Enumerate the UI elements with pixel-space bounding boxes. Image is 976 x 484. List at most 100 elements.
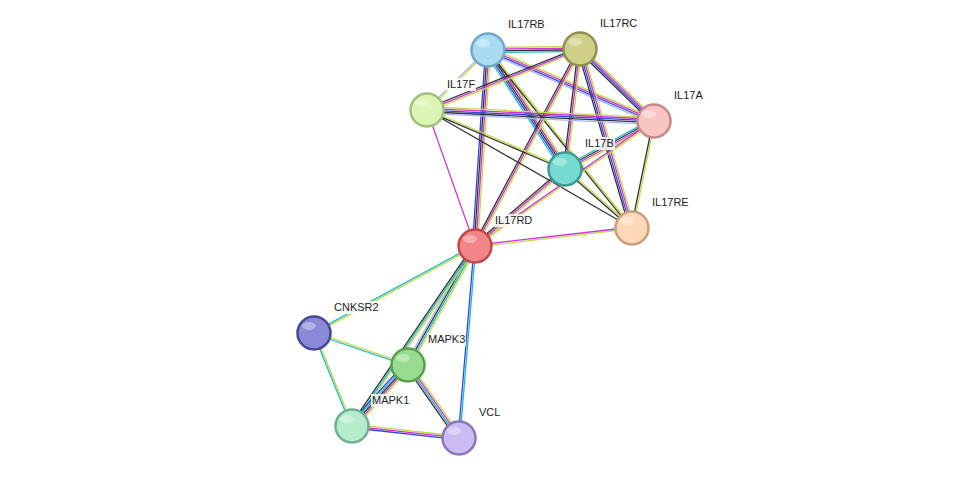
evidence-stripe	[491, 231, 616, 245]
evidence-stripe	[417, 260, 468, 351]
evidence-stripe	[328, 253, 461, 325]
node-shine	[620, 217, 634, 225]
interaction-edge	[432, 125, 469, 231]
interaction-edge	[486, 178, 554, 237]
evidence-stripe	[368, 430, 443, 438]
node-shine	[553, 158, 567, 166]
evidence-stripe	[483, 63, 573, 232]
protein-node: IL17RB	[470, 32, 506, 68]
node-shine	[340, 415, 354, 423]
interaction-edge	[414, 259, 470, 353]
evidence-stripe	[368, 428, 443, 436]
evidence-stripe	[329, 254, 462, 326]
node-circle	[636, 103, 672, 139]
evidence-stripe	[441, 117, 550, 163]
node-fill	[616, 212, 649, 245]
evidence-stripe	[504, 48, 564, 50]
evidence-stripe	[504, 49, 564, 51]
evidence-stripe	[497, 63, 621, 216]
node-circle	[470, 32, 506, 68]
node-label: IL17RC	[599, 17, 638, 30]
node-label: CNKSR2	[333, 301, 380, 314]
node-label: IL17RD	[494, 214, 533, 227]
node-fill	[411, 94, 444, 127]
evidence-stripe	[442, 116, 551, 162]
evidence-stripe	[329, 337, 393, 359]
node-fill	[392, 349, 425, 382]
evidence-stripe	[504, 51, 564, 53]
interaction-edge	[329, 337, 393, 360]
evidence-stripe	[441, 53, 564, 102]
evidence-stripe	[488, 181, 554, 237]
interaction-edge	[578, 126, 641, 163]
evidence-stripe	[487, 179, 553, 235]
node-circle	[441, 420, 477, 456]
node-shine	[396, 354, 410, 362]
interaction-edge	[481, 62, 574, 232]
evidence-stripe	[361, 259, 466, 413]
node-label: IL17F	[446, 78, 476, 91]
node-label: MAPK3	[427, 333, 466, 346]
interaction-edge	[415, 377, 452, 427]
node-shine	[463, 235, 477, 243]
node-label: VCL	[478, 406, 501, 419]
interaction-edge	[443, 107, 638, 123]
evidence-stripe	[491, 229, 616, 243]
evidence-stripe	[418, 378, 451, 425]
node-label: MAPK1	[371, 394, 410, 407]
node-circle	[409, 92, 445, 128]
interaction-edge	[576, 179, 620, 218]
node-shine	[642, 110, 656, 118]
evidence-stripe	[593, 58, 644, 108]
interaction-edge	[634, 137, 651, 213]
protein-node: IL17A	[636, 103, 672, 139]
evidence-stripe	[486, 178, 552, 234]
evidence-stripe	[443, 114, 638, 123]
evidence-stripe	[481, 62, 571, 231]
node-fill	[549, 153, 582, 186]
node-fill	[472, 34, 505, 67]
node-fill	[298, 317, 331, 350]
node-label: IL17RB	[507, 18, 546, 31]
node-shine	[476, 39, 490, 47]
evidence-stripe	[578, 179, 621, 217]
node-circle	[562, 31, 598, 67]
evidence-stripe	[418, 261, 469, 352]
node-circle	[390, 347, 426, 383]
protein-node: IL17RD	[457, 228, 493, 264]
evidence-stripe	[329, 339, 393, 361]
interaction-edge	[319, 348, 346, 412]
interaction-edge	[497, 62, 622, 216]
evidence-stripe	[443, 57, 566, 106]
node-shine	[415, 99, 429, 107]
evidence-stripe	[579, 128, 640, 161]
protein-node: MAPK1	[334, 408, 370, 444]
evidence-stripe	[319, 348, 345, 411]
node-fill	[443, 422, 476, 455]
interaction-edge	[441, 116, 550, 164]
evidence-stripe	[580, 129, 641, 162]
evidence-stripe	[576, 180, 619, 218]
protein-node: VCL	[441, 420, 477, 456]
node-fill	[459, 230, 492, 263]
node-shine	[447, 427, 461, 435]
evidence-stripe	[432, 125, 469, 231]
evidence-stripe	[419, 377, 452, 424]
protein-node: MAPK3	[390, 347, 426, 383]
evidence-stripe	[592, 60, 643, 110]
protein-node: IL17F	[409, 92, 445, 128]
evidence-stripe	[442, 55, 565, 104]
evidence-stripe	[567, 65, 578, 153]
interaction-edge	[441, 53, 566, 105]
protein-node: CNKSR2	[296, 315, 332, 351]
node-fill	[336, 410, 369, 443]
evidence-stripe	[321, 348, 347, 411]
node-fill	[638, 105, 671, 138]
evidence-stripe	[504, 46, 564, 48]
interaction-edge	[565, 65, 579, 154]
node-circle	[334, 408, 370, 444]
evidence-stripe	[634, 137, 650, 213]
evidence-stripe	[441, 118, 618, 220]
node-label: IL17RE	[651, 196, 690, 209]
